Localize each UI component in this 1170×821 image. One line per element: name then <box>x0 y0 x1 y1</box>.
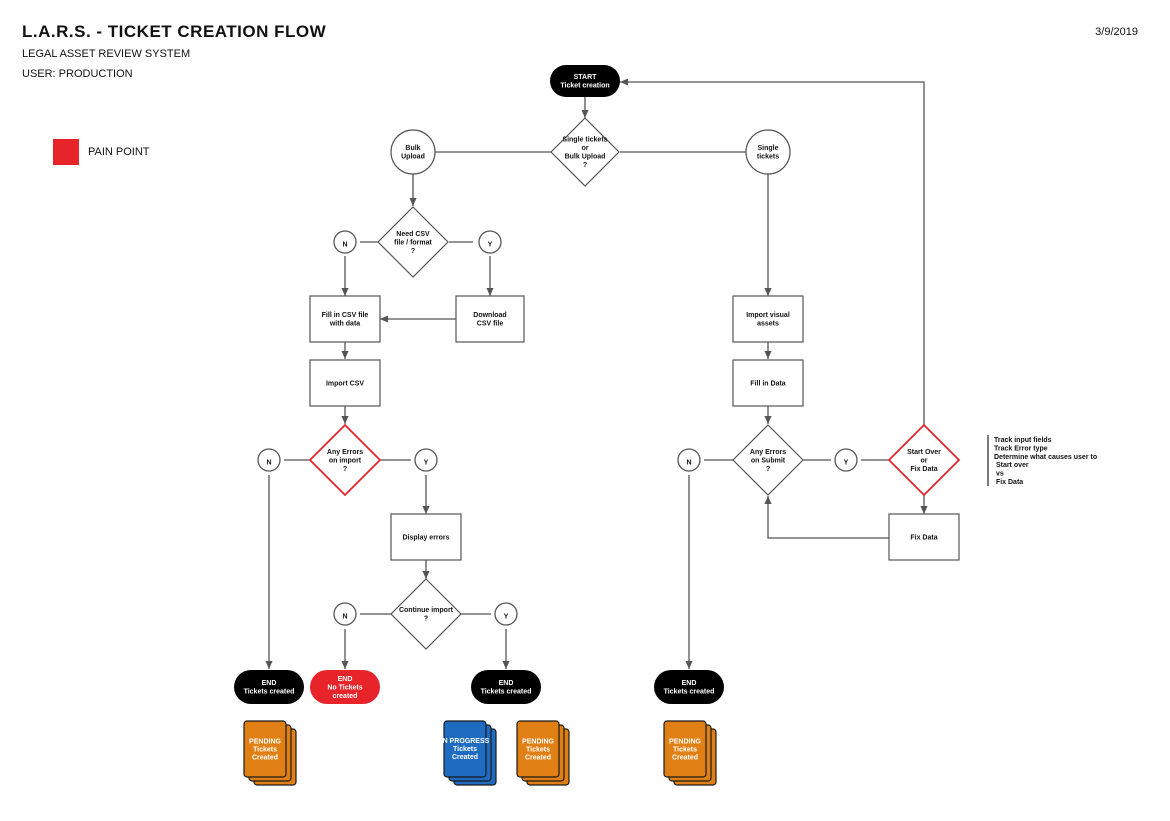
errors-on-submit-decision-shape <box>732 424 804 496</box>
errors-import-no-label: N <box>266 460 271 467</box>
single-tickets-node-shape <box>745 129 791 175</box>
connector-line <box>764 496 889 539</box>
errors-import-yes-shape <box>414 448 438 472</box>
pain-point-label: PAIN POINT <box>88 146 150 158</box>
import-visual-assets-box-shape <box>732 295 804 343</box>
end-terminal-single-shape <box>654 670 724 704</box>
errors-submit-no-shape <box>677 448 701 472</box>
continue-import-no-label: N <box>342 614 347 621</box>
continue-import-yes-label: Y <box>504 614 509 621</box>
start-over-or-fix-decision-shape <box>887 423 961 497</box>
errors-import-no-shape <box>257 448 281 472</box>
start-terminal-shape <box>550 65 620 97</box>
connector-line <box>620 78 925 426</box>
need-csv-yes-shape <box>478 230 502 254</box>
continue-import-decision-shape <box>390 578 462 650</box>
page-title: L.A.R.S. - TICKET CREATION FLOW <box>22 22 327 41</box>
pain-point-swatch <box>53 139 79 165</box>
pending-stack-single-card <box>663 720 707 778</box>
errors-submit-yes-label: Y <box>844 460 849 467</box>
need-csv-no-shape <box>333 230 357 254</box>
need-csv-no-label: N <box>342 242 347 249</box>
fill-in-data-box-shape <box>732 359 804 407</box>
errors-submit-yes-shape <box>834 448 858 472</box>
end-terminal-no-tickets-shape <box>310 670 380 704</box>
display-errors-box-shape <box>390 513 462 561</box>
fix-data-box-shape <box>888 513 960 561</box>
pending-stack-bulk-card <box>243 720 287 778</box>
legend: PAIN POINT <box>53 139 150 165</box>
continue-import-no-shape <box>333 602 357 626</box>
end-terminal-continue-shape <box>471 670 541 704</box>
download-csv-box-shape <box>455 295 525 343</box>
fix-data-box-label: Fix Data <box>910 535 937 542</box>
import-csv-box-shape <box>309 359 381 407</box>
pending-stack-continue-card <box>516 720 560 778</box>
end-terminal-bulk-shape <box>234 670 304 704</box>
date-label: 3/9/2019 <box>1095 26 1138 38</box>
errors-submit-no-label: N <box>686 460 691 467</box>
import-csv-box-label: Import CSV <box>326 380 364 387</box>
in-progress-stack-card <box>443 720 487 778</box>
need-csv-yes-label: Y <box>488 242 493 249</box>
errors-import-yes-label: Y <box>424 460 429 467</box>
errors-on-import-decision-shape <box>308 423 382 497</box>
need-csv-decision-shape <box>377 206 449 278</box>
user-label: USER: PRODUCTION <box>22 68 133 80</box>
fill-in-data-box-label: Fill in Data <box>750 380 786 387</box>
bulk-upload-node-shape <box>390 129 436 175</box>
page-subtitle: LEGAL ASSET REVIEW SYSTEM <box>22 48 191 60</box>
single-or-bulk-decision-shape <box>550 117 620 187</box>
display-errors-box-label: Display errors <box>402 535 449 542</box>
continue-import-decision-label: Continue import? <box>399 607 454 623</box>
continue-import-yes-shape <box>494 602 518 626</box>
fill-csv-box-shape <box>309 295 381 343</box>
